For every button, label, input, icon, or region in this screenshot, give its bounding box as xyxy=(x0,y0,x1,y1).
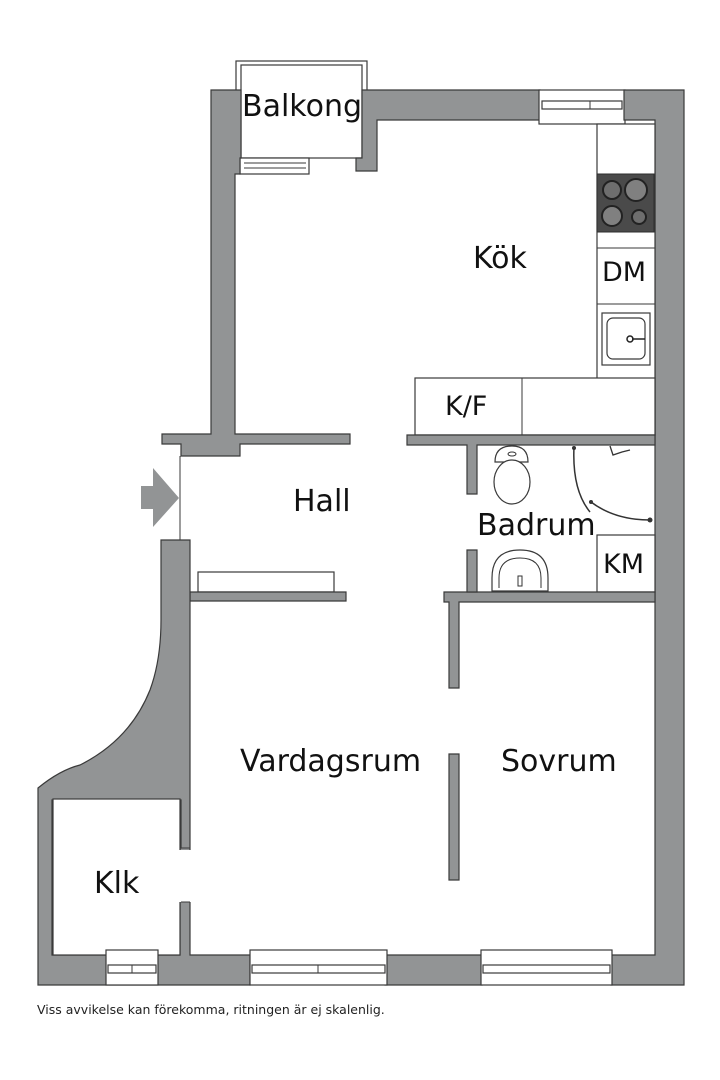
window-kitchen xyxy=(538,89,626,125)
wardrobe xyxy=(197,571,335,593)
window-living-room xyxy=(249,949,388,986)
wall-divider xyxy=(448,753,460,881)
balcony xyxy=(235,60,368,175)
window-bedroom xyxy=(480,949,613,986)
klk-door-gap xyxy=(179,850,191,902)
klk-room-fill xyxy=(52,798,181,956)
disclaimer-text: Viss avvikelse kan förekomma, ritningen … xyxy=(37,1002,385,1017)
fixture-label-km: KM xyxy=(603,549,645,580)
washbasin-icon xyxy=(491,549,549,592)
wall-east xyxy=(610,89,685,986)
sink-icon xyxy=(601,312,651,366)
km-box xyxy=(596,534,656,593)
toilet-icon xyxy=(493,445,531,505)
room-label-balkong: Balkong xyxy=(242,89,363,124)
wall-north-west xyxy=(161,89,351,457)
wall-hall-bottom xyxy=(189,591,347,602)
room-label-kok: Kök xyxy=(473,241,527,276)
window-klk xyxy=(105,949,159,986)
wall-kitchen-bathroom xyxy=(406,434,656,495)
fixture-label-dm: DM xyxy=(602,257,647,288)
entrance-arrow-icon xyxy=(141,468,179,527)
wall-south xyxy=(384,954,483,986)
wall-bathroom-stub xyxy=(466,549,478,593)
room-label-klk: Klk xyxy=(94,866,140,901)
wall-north xyxy=(355,89,541,172)
room-label-sovrum: Sovrum xyxy=(501,744,617,779)
room-label-hall: Hall xyxy=(293,484,351,519)
shower-icon xyxy=(572,445,653,523)
room-label-vardagsrum: Vardagsrum xyxy=(240,744,422,779)
room-label-badrum: Badrum xyxy=(477,508,596,543)
stove-icon xyxy=(596,173,655,233)
wall-bathroom-bottom xyxy=(443,591,656,689)
fixture-label-kf: K/F xyxy=(445,391,488,422)
